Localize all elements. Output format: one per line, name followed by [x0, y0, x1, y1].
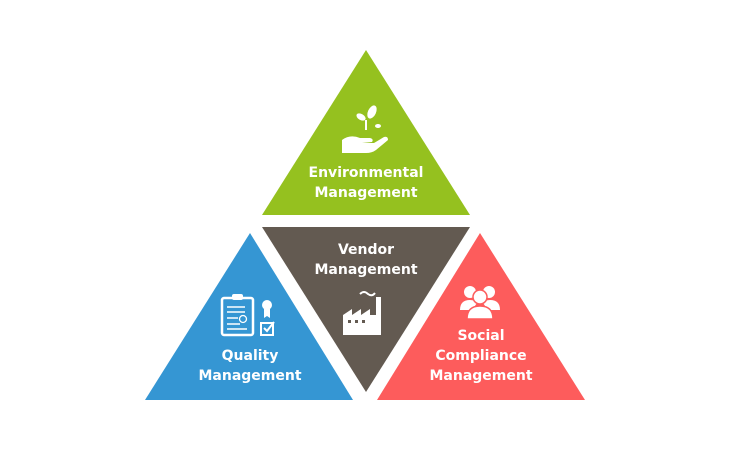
vendor-triangle: [262, 227, 470, 392]
quality-label-line2: Management: [198, 368, 302, 384]
social-label-line2: Compliance: [435, 348, 527, 364]
clipboard-certificate-icon: [220, 294, 275, 337]
hand-plant-icon: [342, 105, 388, 153]
people-group-icon: [460, 286, 500, 320]
quality-label-line1: Quality: [221, 348, 279, 364]
quality-triangle: [145, 233, 353, 400]
social-label-line3: Management: [429, 368, 533, 384]
environmental-triangle: [262, 50, 470, 215]
environmental-label: Environmental Management: [266, 163, 466, 203]
factory-icon: [343, 291, 381, 335]
quality-label: Quality Management: [150, 346, 350, 386]
vendor-label: Vendor Management: [266, 240, 466, 280]
social-label-line1: Social: [457, 328, 505, 344]
environmental-label-line1: Environmental: [308, 165, 424, 181]
social-label: Social Compliance Management: [381, 326, 581, 386]
environmental-label-line2: Management: [314, 185, 418, 201]
vendor-label-line2: Management: [314, 262, 418, 278]
vendor-label-line1: Vendor: [337, 242, 395, 258]
